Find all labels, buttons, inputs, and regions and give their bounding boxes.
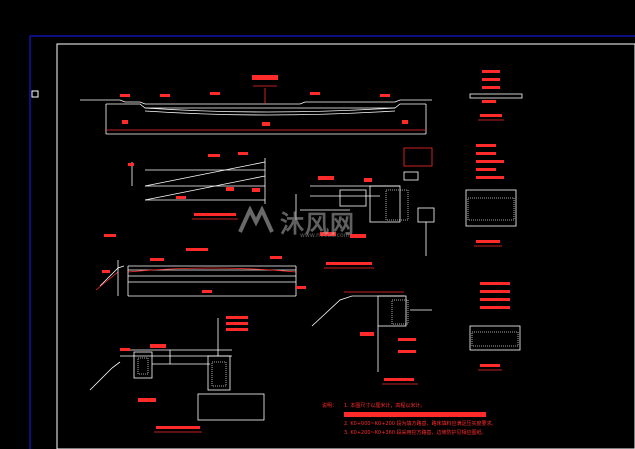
notes-highlight-bar xyxy=(344,412,486,417)
drawing-frame xyxy=(56,43,635,449)
slope-title-bar xyxy=(194,213,236,216)
notes-line-3: 3. K0+200~K0+360 段采用挖方路基，边坡防护见相应图纸。 xyxy=(344,430,487,436)
detail-lower-wall xyxy=(311,291,432,385)
mfcad-logo-icon xyxy=(238,206,274,233)
notes-line-2: 2. K0+000~K0+200 段为填方路基，路床填料应满足压实度要求。 xyxy=(344,421,497,427)
square-marker-icon[interactable] xyxy=(31,90,39,98)
structure-title-bar xyxy=(156,426,200,429)
notes-heading: 说明： xyxy=(322,403,338,409)
detail-road-cross-section xyxy=(80,75,432,135)
detail-retaining-wall xyxy=(295,147,435,269)
lower-wall-title xyxy=(384,378,414,381)
watermark-url: www.mfcad.com xyxy=(300,232,350,239)
wall-title-bar xyxy=(326,262,372,265)
section-title-bar xyxy=(252,75,278,80)
detail-embankment xyxy=(95,234,306,297)
detail-structure-bottom xyxy=(89,316,265,433)
detail-layers-right xyxy=(465,70,523,371)
watermark-text: 沐风网 xyxy=(280,210,355,238)
notes-line-1: 1. 本图尺寸以厘米计，高程以米计。 xyxy=(344,403,426,409)
detail-slope xyxy=(128,152,266,220)
